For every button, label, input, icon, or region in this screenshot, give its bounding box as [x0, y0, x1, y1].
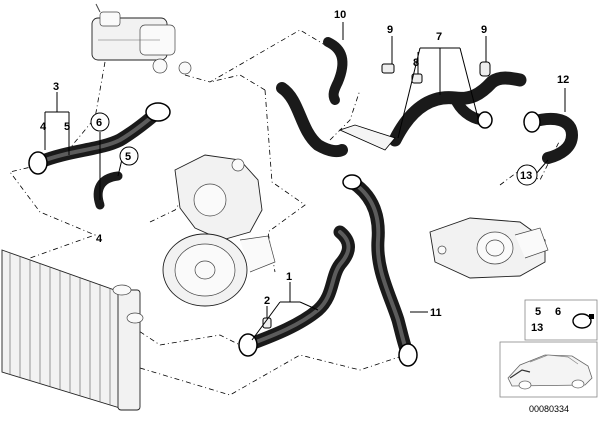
callout-5-mid: 5 — [125, 151, 131, 163]
clamp-upper-left — [145, 102, 171, 122]
thermostat-sensor — [95, 3, 101, 13]
outlet-bolt — [437, 245, 447, 255]
fitting-9-right — [479, 61, 491, 77]
callout-12: 12 — [557, 74, 569, 86]
hose-10 — [323, 37, 348, 105]
thermostat-cap — [99, 11, 121, 27]
radiator — [1, 249, 144, 411]
hose-3-highlight — [38, 110, 160, 164]
thermostat-outlet — [152, 58, 168, 74]
callout-7: 7 — [436, 31, 442, 43]
callout-labels: 3 4 5 6 5 4 10 9 7 9 8 12 13 1 2 11 — [40, 9, 569, 319]
clamp-hose-7 — [477, 111, 493, 129]
pump-boss — [231, 158, 245, 172]
clamp-hose-11-top — [342, 174, 362, 190]
callout-6-circle — [90, 112, 110, 132]
callout-9-right: 9 — [481, 24, 487, 36]
callout-2: 2 — [264, 295, 270, 307]
fitting-9-left — [381, 63, 395, 74]
head-outlet — [429, 217, 549, 279]
callout-11: 11 — [430, 307, 442, 319]
legend-box: 5 6 13 — [524, 299, 598, 341]
hose-12 — [526, 112, 578, 164]
clamp-hose-12 — [523, 111, 541, 133]
leader-lines — [44, 22, 566, 341]
fittings — [262, 61, 491, 329]
hose-bracket — [338, 124, 396, 151]
callout-1: 1 — [286, 271, 292, 283]
clamps — [28, 102, 541, 367]
outlet-bellows — [514, 227, 549, 259]
callout-5-mid-circle — [119, 146, 139, 166]
legend-label-6: 6 — [555, 306, 561, 318]
hoses — [33, 37, 578, 362]
thermostat-housing — [91, 3, 192, 75]
thermostat-bolt — [178, 61, 192, 75]
pump-hub — [194, 260, 216, 280]
callout-6: 6 — [96, 117, 102, 129]
outlet-port-inner — [485, 239, 505, 257]
hose-7 — [388, 71, 527, 147]
fitting-8 — [411, 73, 423, 84]
callout-4-left: 4 — [40, 121, 47, 133]
assembly-line-bracket — [329, 89, 361, 141]
legend-label-5: 5 — [535, 306, 541, 318]
callout-8: 8 — [413, 57, 419, 69]
pump-mount — [239, 235, 276, 273]
car-wheel-front — [518, 380, 532, 390]
hose-upper-mid — [276, 82, 348, 158]
hose-11-highlight — [350, 180, 410, 357]
assembly-line-top — [184, 29, 331, 83]
car-roofline — [529, 354, 579, 365]
hose-1-highlight — [246, 230, 351, 347]
car-wheel-rear — [571, 379, 585, 389]
legend-clamp-screw — [589, 314, 594, 319]
leader-7-right — [459, 47, 479, 119]
clamp-hose-11 — [398, 343, 418, 367]
assembly-line-radiator — [129, 324, 241, 346]
car-engine-marker — [509, 369, 531, 379]
water-pump — [162, 154, 276, 307]
leader-1-left — [251, 301, 281, 341]
callout-10: 10 — [334, 9, 346, 21]
radiator-cap — [112, 284, 132, 296]
callout-13-circle — [516, 164, 538, 186]
clamp-5-left — [28, 151, 48, 175]
radiator-tank — [117, 289, 141, 411]
pump-inlet — [193, 183, 227, 217]
callout-3: 3 — [53, 81, 59, 93]
hose-6 — [93, 171, 123, 210]
assembly-line-bottom — [139, 354, 406, 396]
callout-5-left: 5 — [64, 121, 70, 133]
radiator-inlet — [126, 312, 144, 324]
callout-4-lower: 4 — [96, 233, 103, 245]
callout-9-left: 9 — [387, 24, 393, 36]
legend-clamp-icon — [572, 313, 592, 329]
assembly-line-top-mid — [209, 74, 266, 91]
leader-1-right — [299, 301, 319, 311]
callout-13: 13 — [520, 170, 532, 182]
legend-label-13: 13 — [531, 322, 543, 334]
car-body — [507, 354, 593, 387]
radiator-fins — [9, 253, 111, 405]
leader-7-left — [397, 47, 421, 139]
assembly-line-center — [264, 89, 306, 273]
image-code: 00080334 — [529, 404, 569, 414]
car-thumbnail — [499, 341, 598, 398]
